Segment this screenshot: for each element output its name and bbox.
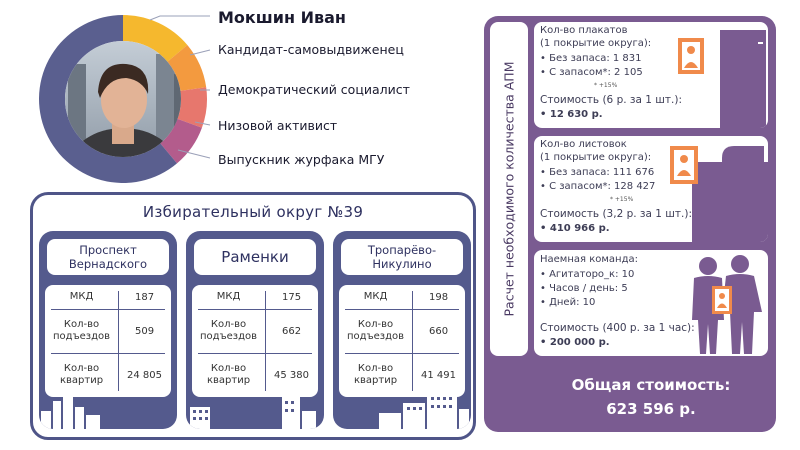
flats-value: 24 805 bbox=[127, 369, 163, 381]
apm-vertical-title-box bbox=[490, 22, 528, 356]
posters-note: * +15% bbox=[594, 82, 618, 89]
area-stats-table: МКД 187 Кол-во подъездов 509 Кол-во кварти… bbox=[45, 285, 171, 397]
team-days: • Дней: 10 bbox=[540, 297, 596, 308]
flats-label: Кол-во квартир bbox=[59, 363, 104, 386]
leaflets-card: Кол-во листовок (1 покрытие округа): • Б… bbox=[534, 136, 768, 242]
campaigners-icon bbox=[692, 255, 762, 354]
entrances-label: Кол-во подъездов bbox=[347, 319, 405, 342]
entrances-value: 660 bbox=[428, 325, 449, 337]
area-card-troparevo: Тропарёво-Никулино МКД 198 Кол-во подъезд… bbox=[333, 231, 471, 429]
team-agitators: • Агитаторо_к: 10 bbox=[540, 269, 635, 280]
posters-subtitle: (1 покрытие округа): bbox=[540, 38, 652, 49]
posters-cost-label: Стоимость (6 р. за 1 шт.): bbox=[540, 94, 682, 106]
entrances-label: Кол-во подъездов bbox=[200, 319, 258, 342]
flats-label: Кол-во квартир bbox=[353, 363, 398, 386]
mkd-label: МКД bbox=[69, 291, 94, 302]
candidate-avatar bbox=[39, 15, 207, 183]
posters-no-reserve: • Без запаса: 1 831 bbox=[540, 53, 642, 64]
area-name: Тропарёво-Никулино bbox=[341, 239, 463, 275]
posters-with-reserve: • С запасом*: 2 105 bbox=[540, 67, 643, 78]
flats-label: Кол-во квартир bbox=[206, 363, 251, 386]
skyline-icon bbox=[379, 393, 469, 429]
leaflets-title: Кол-во листовок bbox=[540, 139, 627, 150]
area-stats-table: МКД 198 Кол-во подъездов 660 Кол-во кварти… bbox=[339, 285, 465, 397]
posters-title: Кол-во плакатов bbox=[540, 25, 628, 36]
mkd-value: 175 bbox=[281, 291, 302, 303]
leaflets-with-reserve: • С запасом*: 128 427 bbox=[540, 181, 656, 192]
mailbox-icon bbox=[670, 146, 768, 242]
entrances-value: 662 bbox=[281, 325, 302, 337]
team-cost-value: • 200 000 р. bbox=[540, 337, 610, 348]
candidate-photo bbox=[65, 41, 181, 157]
leaflets-subtitle: (1 покрытие округа): bbox=[540, 152, 652, 163]
apm-vertical-title: Расчет необходимого количества АПМ bbox=[501, 61, 517, 317]
mkd-label: МКД bbox=[216, 291, 241, 302]
district-title: Избирательный округ №39 bbox=[142, 203, 364, 221]
candidate-name: Мокшин Иван bbox=[218, 8, 346, 27]
ring-segment bbox=[123, 15, 188, 62]
total-cost-label: Общая стоимость: bbox=[571, 376, 731, 394]
entrances-value: 509 bbox=[134, 325, 155, 337]
total-cost-value: 623 596 р. bbox=[606, 400, 696, 418]
trait-msu-journalism-graduate: Выпускник журфака МГУ bbox=[218, 152, 385, 167]
poster-door-icon bbox=[678, 30, 766, 128]
entrances-label: Кол-во подъездов bbox=[53, 319, 111, 342]
skyline-icon bbox=[41, 393, 100, 429]
leaflets-no-reserve: • Без запаса: 111 676 bbox=[540, 167, 655, 178]
ring-segment bbox=[177, 87, 207, 128]
team-title: Наемная команда: bbox=[540, 254, 638, 265]
ring-segment bbox=[39, 15, 177, 183]
skyline-icon bbox=[190, 397, 316, 429]
team-card: Наемная команда: • Агитаторо_к: 10 • Час… bbox=[534, 250, 768, 356]
leaflets-cost-value: • 410 966 р. bbox=[540, 223, 610, 234]
profile-ring bbox=[39, 15, 207, 183]
leaflets-cost-label: Стоимость (3,2 р. за 1 шт.): bbox=[540, 208, 692, 220]
area-name: Раменки bbox=[194, 239, 316, 275]
mkd-value: 187 bbox=[134, 291, 155, 303]
mkd-value: 198 bbox=[428, 291, 449, 303]
area-name: Проспект Вернадского bbox=[47, 239, 169, 275]
mkd-label: МКД bbox=[363, 291, 388, 302]
ring-segment bbox=[160, 118, 202, 164]
area-card-ramenki: Раменки МКД 175 Кол-во подъездов 662 Кол-в… bbox=[186, 231, 324, 429]
posters-cost-value: • 12 630 р. bbox=[540, 109, 603, 120]
leaflets-note: * +15% bbox=[610, 196, 634, 203]
area-card-vernadskogo: Проспект Вернадского МКД 187 Кол-во подъе… bbox=[39, 231, 177, 429]
trait-grassroots-activist: Низовой активист bbox=[218, 118, 338, 133]
ring-segment bbox=[167, 45, 207, 91]
trait-self-nominated: Кандидат-самовыдвиженец bbox=[218, 42, 404, 57]
posters-card: Кол-во плакатов (1 покрытие округа): • Б… bbox=[534, 22, 768, 128]
electoral-district-panel: Избирательный округ №39 Проспект Вернадс… bbox=[30, 192, 476, 440]
team-cost-label: Стоимость (400 р. за 1 час): bbox=[540, 322, 695, 334]
flats-value: 41 491 bbox=[421, 369, 457, 381]
flats-value: 45 380 bbox=[274, 369, 310, 381]
team-hours-per-day: • Часов / день: 5 bbox=[540, 283, 628, 294]
area-stats-table: МКД 175 Кол-во подъездов 662 Кол-во кварти… bbox=[192, 285, 318, 397]
trait-democratic-socialist: Демократический социалист bbox=[218, 82, 410, 97]
